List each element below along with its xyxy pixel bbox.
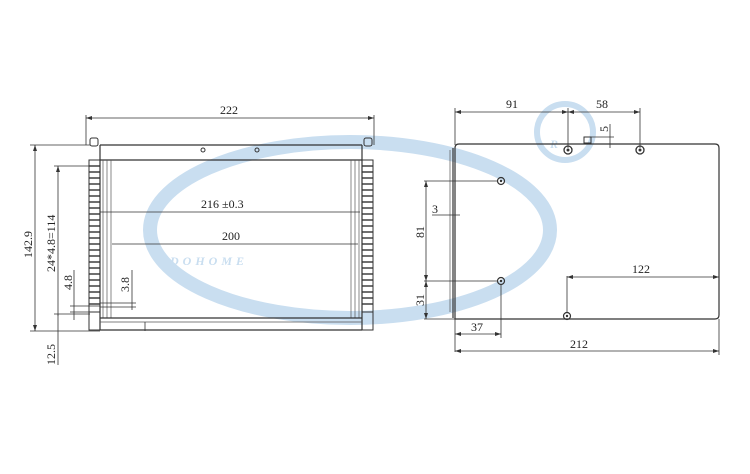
dim-bottom-hole-right-offset: 122 <box>632 262 650 276</box>
registered-mark-icon <box>534 101 596 163</box>
dim-hole-left-offset: 37 <box>471 320 483 334</box>
watermark-ellipse <box>143 135 557 325</box>
watermark-brand: DOHOME <box>169 254 248 268</box>
dim-overall-width: 222 <box>220 103 238 117</box>
dim-flange-thickness: 3 <box>432 202 438 216</box>
dim-base-offset: 12.5 <box>44 344 58 365</box>
dim-mounting-width: 216 ±0.3 <box>201 197 244 211</box>
dim-overall-height: 142.9 <box>21 231 35 258</box>
dim-fin-gap: 3.8 <box>118 277 132 292</box>
mounting-hole-icon <box>496 145 645 321</box>
side-view: 91 58 5 81 31 3 37 <box>413 97 720 355</box>
dim-hole-spacing-top: 58 <box>596 97 608 111</box>
dim-hole-bottom-offset: 31 <box>413 294 427 306</box>
dim-fin-pitch: 4.8 <box>61 275 75 290</box>
dim-overall-depth: 212 <box>570 337 588 351</box>
dim-hole-offset-top-left: 91 <box>506 97 518 111</box>
dim-fin-array: 24*4.8=114 <box>44 215 58 272</box>
dim-hole-vertical-spacing: 81 <box>413 226 427 238</box>
dim-inner-width: 200 <box>222 229 240 243</box>
front-view: 222 <box>21 103 375 365</box>
dim-tab-height: 5 <box>597 126 611 132</box>
